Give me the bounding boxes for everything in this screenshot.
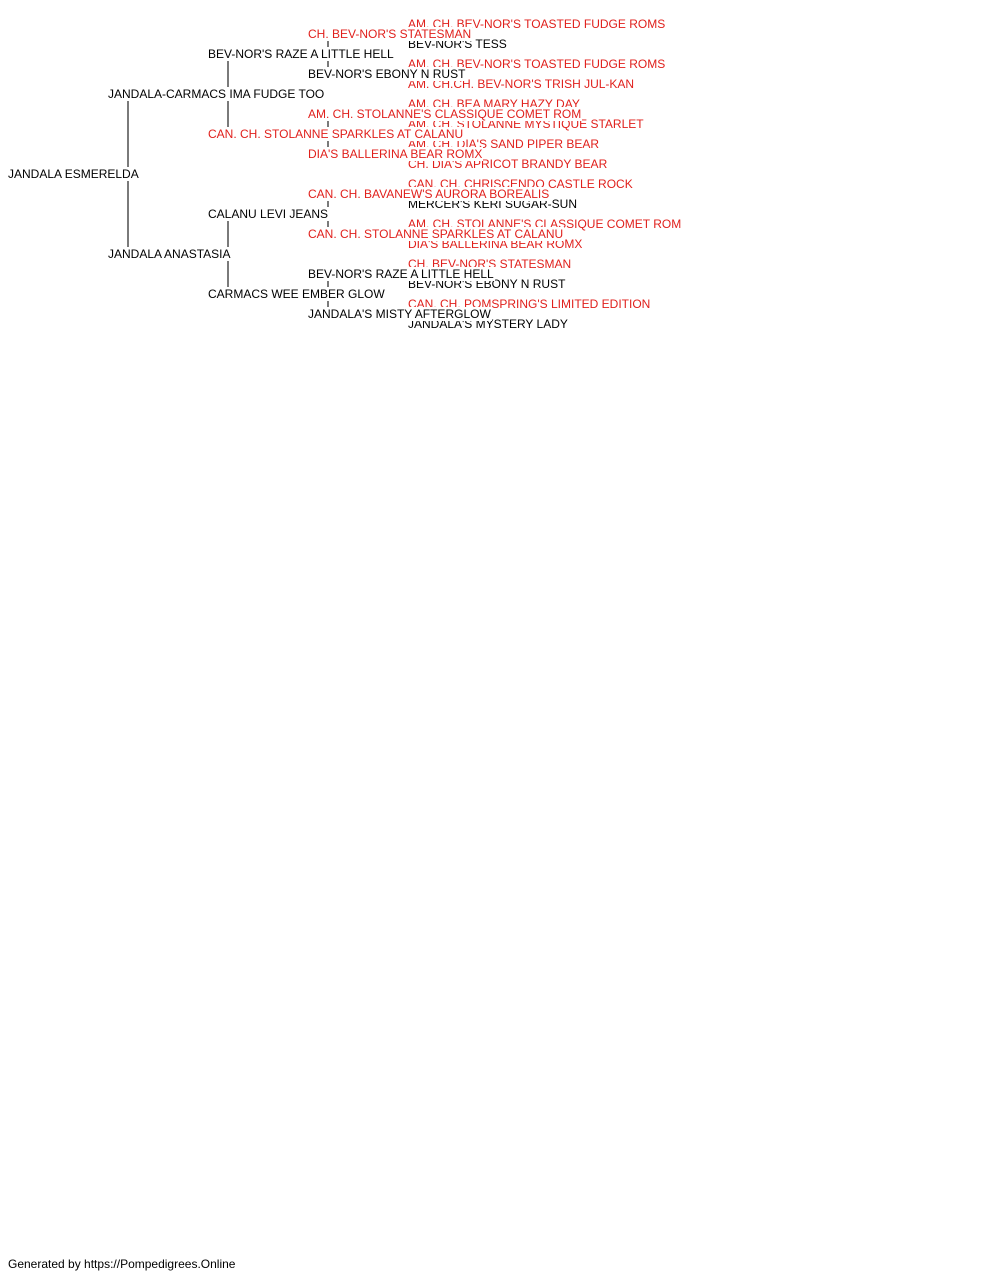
- dog-name-gen2: CAN. CH. STOLANNE SPARKLES AT CALANU: [207, 127, 465, 141]
- dog-name-gen4: AM. CH. BEV-NOR'S TOASTED FUDGE ROMS: [407, 57, 667, 71]
- dog-name-gen2: BEV-NOR'S RAZE A LITTLE HELL: [207, 47, 395, 61]
- dog-name-gen3: CH. BEV-NOR'S STATESMAN: [307, 27, 473, 41]
- dog-name-gen3: BEV-NOR'S RAZE A LITTLE HELL: [307, 267, 495, 281]
- dog-name-gen1: JANDALA-CARMACS IMA FUDGE TOO: [107, 87, 326, 101]
- dog-name-gen2: CALANU LEVI JEANS: [207, 207, 330, 221]
- dog-name-gen3: JANDALA'S MISTY AFTERGLOW: [307, 307, 492, 321]
- footer-credit: Generated by https://Pompedigrees.Online: [8, 1257, 236, 1271]
- dog-name-gen2: CARMACS WEE EMBER GLOW: [207, 287, 386, 301]
- dog-name-gen3: BEV-NOR'S EBONY N RUST: [307, 67, 467, 81]
- dog-name-gen3: AM. CH. STOLANNE'S CLASSIQUE COMET ROM: [307, 107, 583, 121]
- dog-name-gen3: CAN. CH. BAVANEW'S AURORA BOREALIS: [307, 187, 551, 201]
- dog-name-gen3: CAN. CH. STOLANNE SPARKLES AT CALANU: [307, 227, 565, 241]
- dog-name-gen3: DIA'S BALLERINA BEAR ROMX: [307, 147, 484, 161]
- dog-name-gen1: JANDALA ANASTASIA: [107, 247, 232, 261]
- dog-name-gen0: JANDALA ESMERELDA: [7, 167, 140, 181]
